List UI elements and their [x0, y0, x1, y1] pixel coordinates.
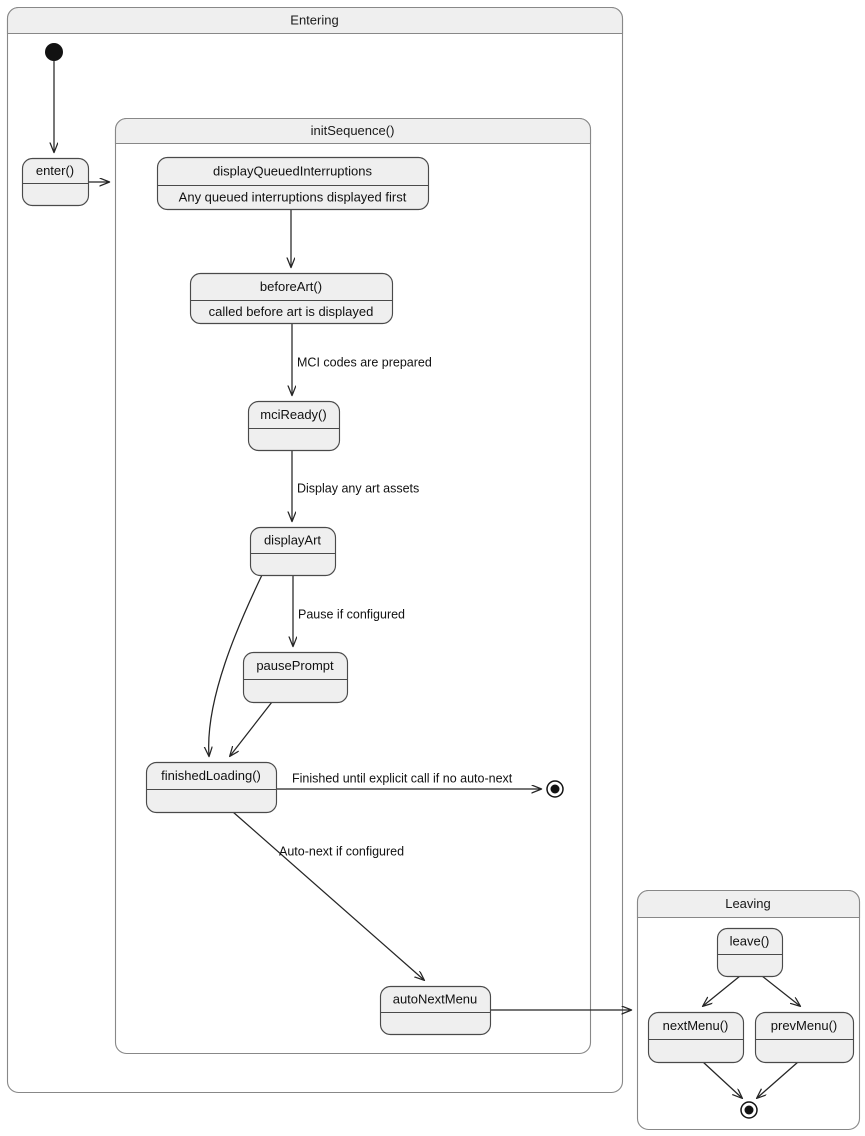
- transition-leave-to-prevmenu[interactable]: [761, 975, 800, 1006]
- final-state-node[interactable]: [546, 780, 564, 798]
- state-title-leave: leave(): [730, 933, 770, 948]
- composite-header-init-sequence: [114, 117, 592, 145]
- state-title-mciReady: mciReady(): [260, 407, 326, 422]
- transition-label-finishedloading-to-autonextmenu: Auto-next if configured: [279, 844, 404, 858]
- transition-label-finishedloading-to-final: Finished until explicit call if no auto-…: [292, 771, 513, 785]
- state-box-nextMenu: [647, 1011, 745, 1064]
- state-box-displayArt: [249, 526, 337, 577]
- transitions-layer: [54, 61, 800, 1098]
- initial-state-node[interactable]: [45, 43, 63, 61]
- transition-finishedloading-to-autonextmenu[interactable]: [232, 811, 424, 980]
- state-title-pausePrompt: pausePrompt: [256, 658, 334, 673]
- state-title-displayQueuedInterruptions: displayQueuedInterruptions: [213, 163, 372, 178]
- state-leave[interactable]: leave(): [716, 927, 784, 978]
- state-description-displayQueuedInterruptions: Any queued interruptions displayed first: [179, 189, 407, 204]
- state-displayArt[interactable]: displayArt: [249, 526, 337, 577]
- state-autoNextMenu[interactable]: autoNextMenu: [379, 985, 492, 1036]
- final-state-dot-icon: [744, 1105, 754, 1115]
- state-box-mciReady: [247, 400, 341, 452]
- state-box-leave: [716, 927, 784, 978]
- composite-header-leaving: [636, 889, 861, 919]
- pseudostates-layer: [45, 43, 758, 1119]
- transition-leave-to-nextmenu[interactable]: [703, 975, 741, 1006]
- state-mciReady[interactable]: mciReady(): [247, 400, 341, 452]
- state-title-beforeArt: beforeArt(): [260, 279, 322, 294]
- state-nextMenu[interactable]: nextMenu(): [647, 1011, 745, 1064]
- state-description-beforeArt: called before art is displayed: [209, 304, 374, 319]
- composite-state-leaving[interactable]: Leaving: [636, 889, 861, 1131]
- state-box-displayQueuedInterruptions: [156, 156, 430, 211]
- composite-title-init-sequence: initSequence(): [311, 123, 395, 138]
- transition-prevmenu-to-final[interactable]: [757, 1061, 799, 1098]
- state-box-pausePrompt: [242, 651, 349, 704]
- transition-pauseprompt-to-finishedloading[interactable]: [230, 701, 273, 756]
- state-enter[interactable]: enter(): [21, 157, 90, 207]
- transition-label-displayart-to-pauseprompt: Pause if configured: [298, 607, 405, 621]
- transition-displayart-to-finishedloading[interactable]: [209, 574, 263, 756]
- composite-header-entering: [6, 6, 624, 35]
- state-title-prevMenu: prevMenu(): [771, 1018, 837, 1033]
- transition-nextmenu-to-final[interactable]: [702, 1061, 742, 1098]
- composite-title-leaving: Leaving: [725, 896, 771, 911]
- state-box-prevMenu: [754, 1011, 855, 1064]
- state-title-enter: enter(): [36, 163, 74, 178]
- composite-title-entering: Entering: [290, 12, 338, 27]
- state-box-beforeArt: [189, 272, 394, 325]
- state-box-autoNextMenu: [379, 985, 492, 1036]
- final-state-node[interactable]: [740, 1101, 758, 1119]
- state-box-finishedLoading: [145, 761, 278, 814]
- state-prevMenu[interactable]: prevMenu(): [754, 1011, 855, 1064]
- state-title-displayArt: displayArt: [264, 532, 321, 547]
- transition-label-mciready-to-displayart: Display any art assets: [297, 481, 419, 495]
- state-title-nextMenu: nextMenu(): [663, 1018, 729, 1033]
- state-pausePrompt[interactable]: pausePrompt: [242, 651, 349, 704]
- final-state-dot-icon: [550, 784, 560, 794]
- initial-state-icon: [45, 43, 63, 61]
- composite-state-init-sequence[interactable]: initSequence(): [114, 117, 592, 1055]
- state-title-finishedLoading: finishedLoading(): [161, 768, 261, 783]
- state-finishedLoading[interactable]: finishedLoading(): [145, 761, 278, 814]
- transition-label-beforeart-to-mciready: MCI codes are prepared: [297, 355, 432, 369]
- state-beforeArt[interactable]: beforeArt() called before art is displaye…: [189, 272, 394, 325]
- state-title-autoNextMenu: autoNextMenu: [393, 991, 478, 1006]
- state-box-enter: [21, 157, 90, 207]
